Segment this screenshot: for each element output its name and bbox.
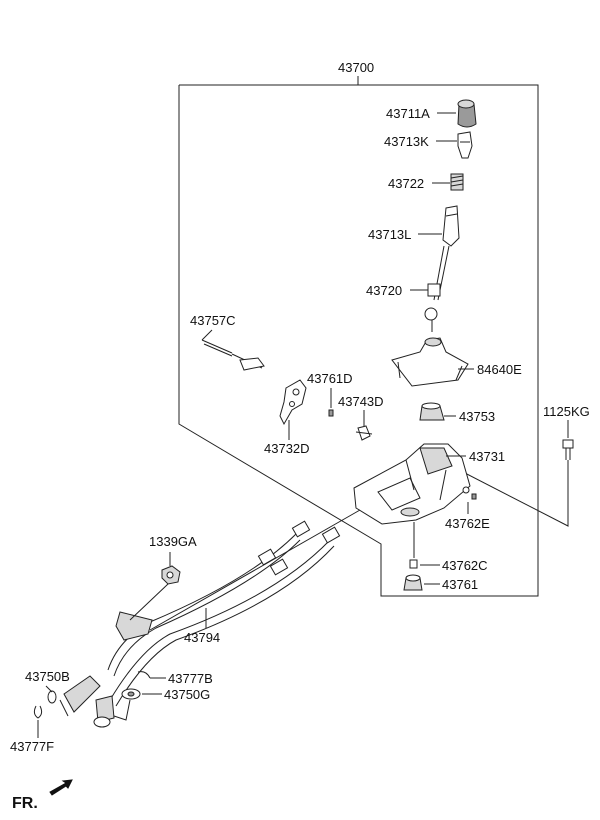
bushing-43753	[419, 402, 445, 421]
shift-lever-upper	[442, 205, 460, 247]
label-43762E: 43762E	[445, 516, 490, 531]
front-direction-arrow-icon	[49, 779, 73, 796]
label-43762C: 43762C	[442, 558, 488, 573]
label-front: FR.	[12, 795, 38, 812]
washer-43750G	[121, 688, 141, 700]
label-43761: 43761	[442, 577, 478, 592]
pin-43761D	[328, 409, 334, 417]
shift-knob	[457, 99, 477, 128]
label-84640E: 84640E	[477, 362, 522, 377]
pin-43762C	[409, 559, 418, 569]
label-43711A: 43711A	[386, 106, 430, 121]
cable-assembly	[59, 520, 341, 728]
label-1125KG: 1125KG	[543, 404, 590, 419]
label-43750G: 43750G	[164, 687, 210, 702]
leader-43750G-cable	[113, 699, 131, 721]
nut-1339GA	[161, 565, 181, 585]
label-43732D: 43732D	[264, 441, 310, 456]
leader-cable-bracket	[149, 509, 361, 631]
leader-1125KG-mount	[427, 453, 569, 527]
pin-43757C	[201, 339, 265, 371]
label-43777F: 43777F	[10, 739, 54, 754]
assembly-outline	[178, 84, 539, 597]
leader-43757C	[201, 329, 213, 341]
label-43722: 43722	[388, 176, 424, 191]
shift-lever-rod	[424, 245, 450, 332]
label-43713L: 43713L	[368, 227, 411, 242]
shift-housing	[353, 443, 471, 525]
label-43731: 43731	[469, 449, 505, 464]
clip-43777F	[33, 705, 43, 719]
clip-43743D	[355, 425, 373, 441]
clip-43777B	[137, 671, 151, 679]
label-43753: 43753	[459, 409, 495, 424]
leader-1339GA-cable	[129, 583, 169, 621]
leader-43750B	[45, 685, 53, 693]
label-43713K: 43713K	[384, 134, 429, 149]
bushing-43761	[403, 574, 423, 591]
spring	[450, 173, 464, 191]
label-43743D: 43743D	[338, 394, 384, 409]
shift-boot	[391, 337, 469, 387]
knob-lock	[457, 131, 473, 159]
label-43720: 43720	[366, 283, 402, 298]
pin-43762E	[471, 493, 477, 500]
washer-43750B	[47, 690, 57, 704]
label-43777B: 43777B	[168, 671, 213, 686]
label-43761D: 43761D	[307, 371, 353, 386]
bolt-1125KG	[562, 439, 574, 460]
bracket-43732D	[279, 379, 307, 426]
label-1339GA: 1339GA	[149, 534, 197, 549]
label-43700: 43700	[338, 60, 374, 75]
label-43794: 43794	[184, 630, 220, 645]
label-43757C: 43757C	[190, 313, 236, 328]
label-43750B: 43750B	[25, 669, 70, 684]
